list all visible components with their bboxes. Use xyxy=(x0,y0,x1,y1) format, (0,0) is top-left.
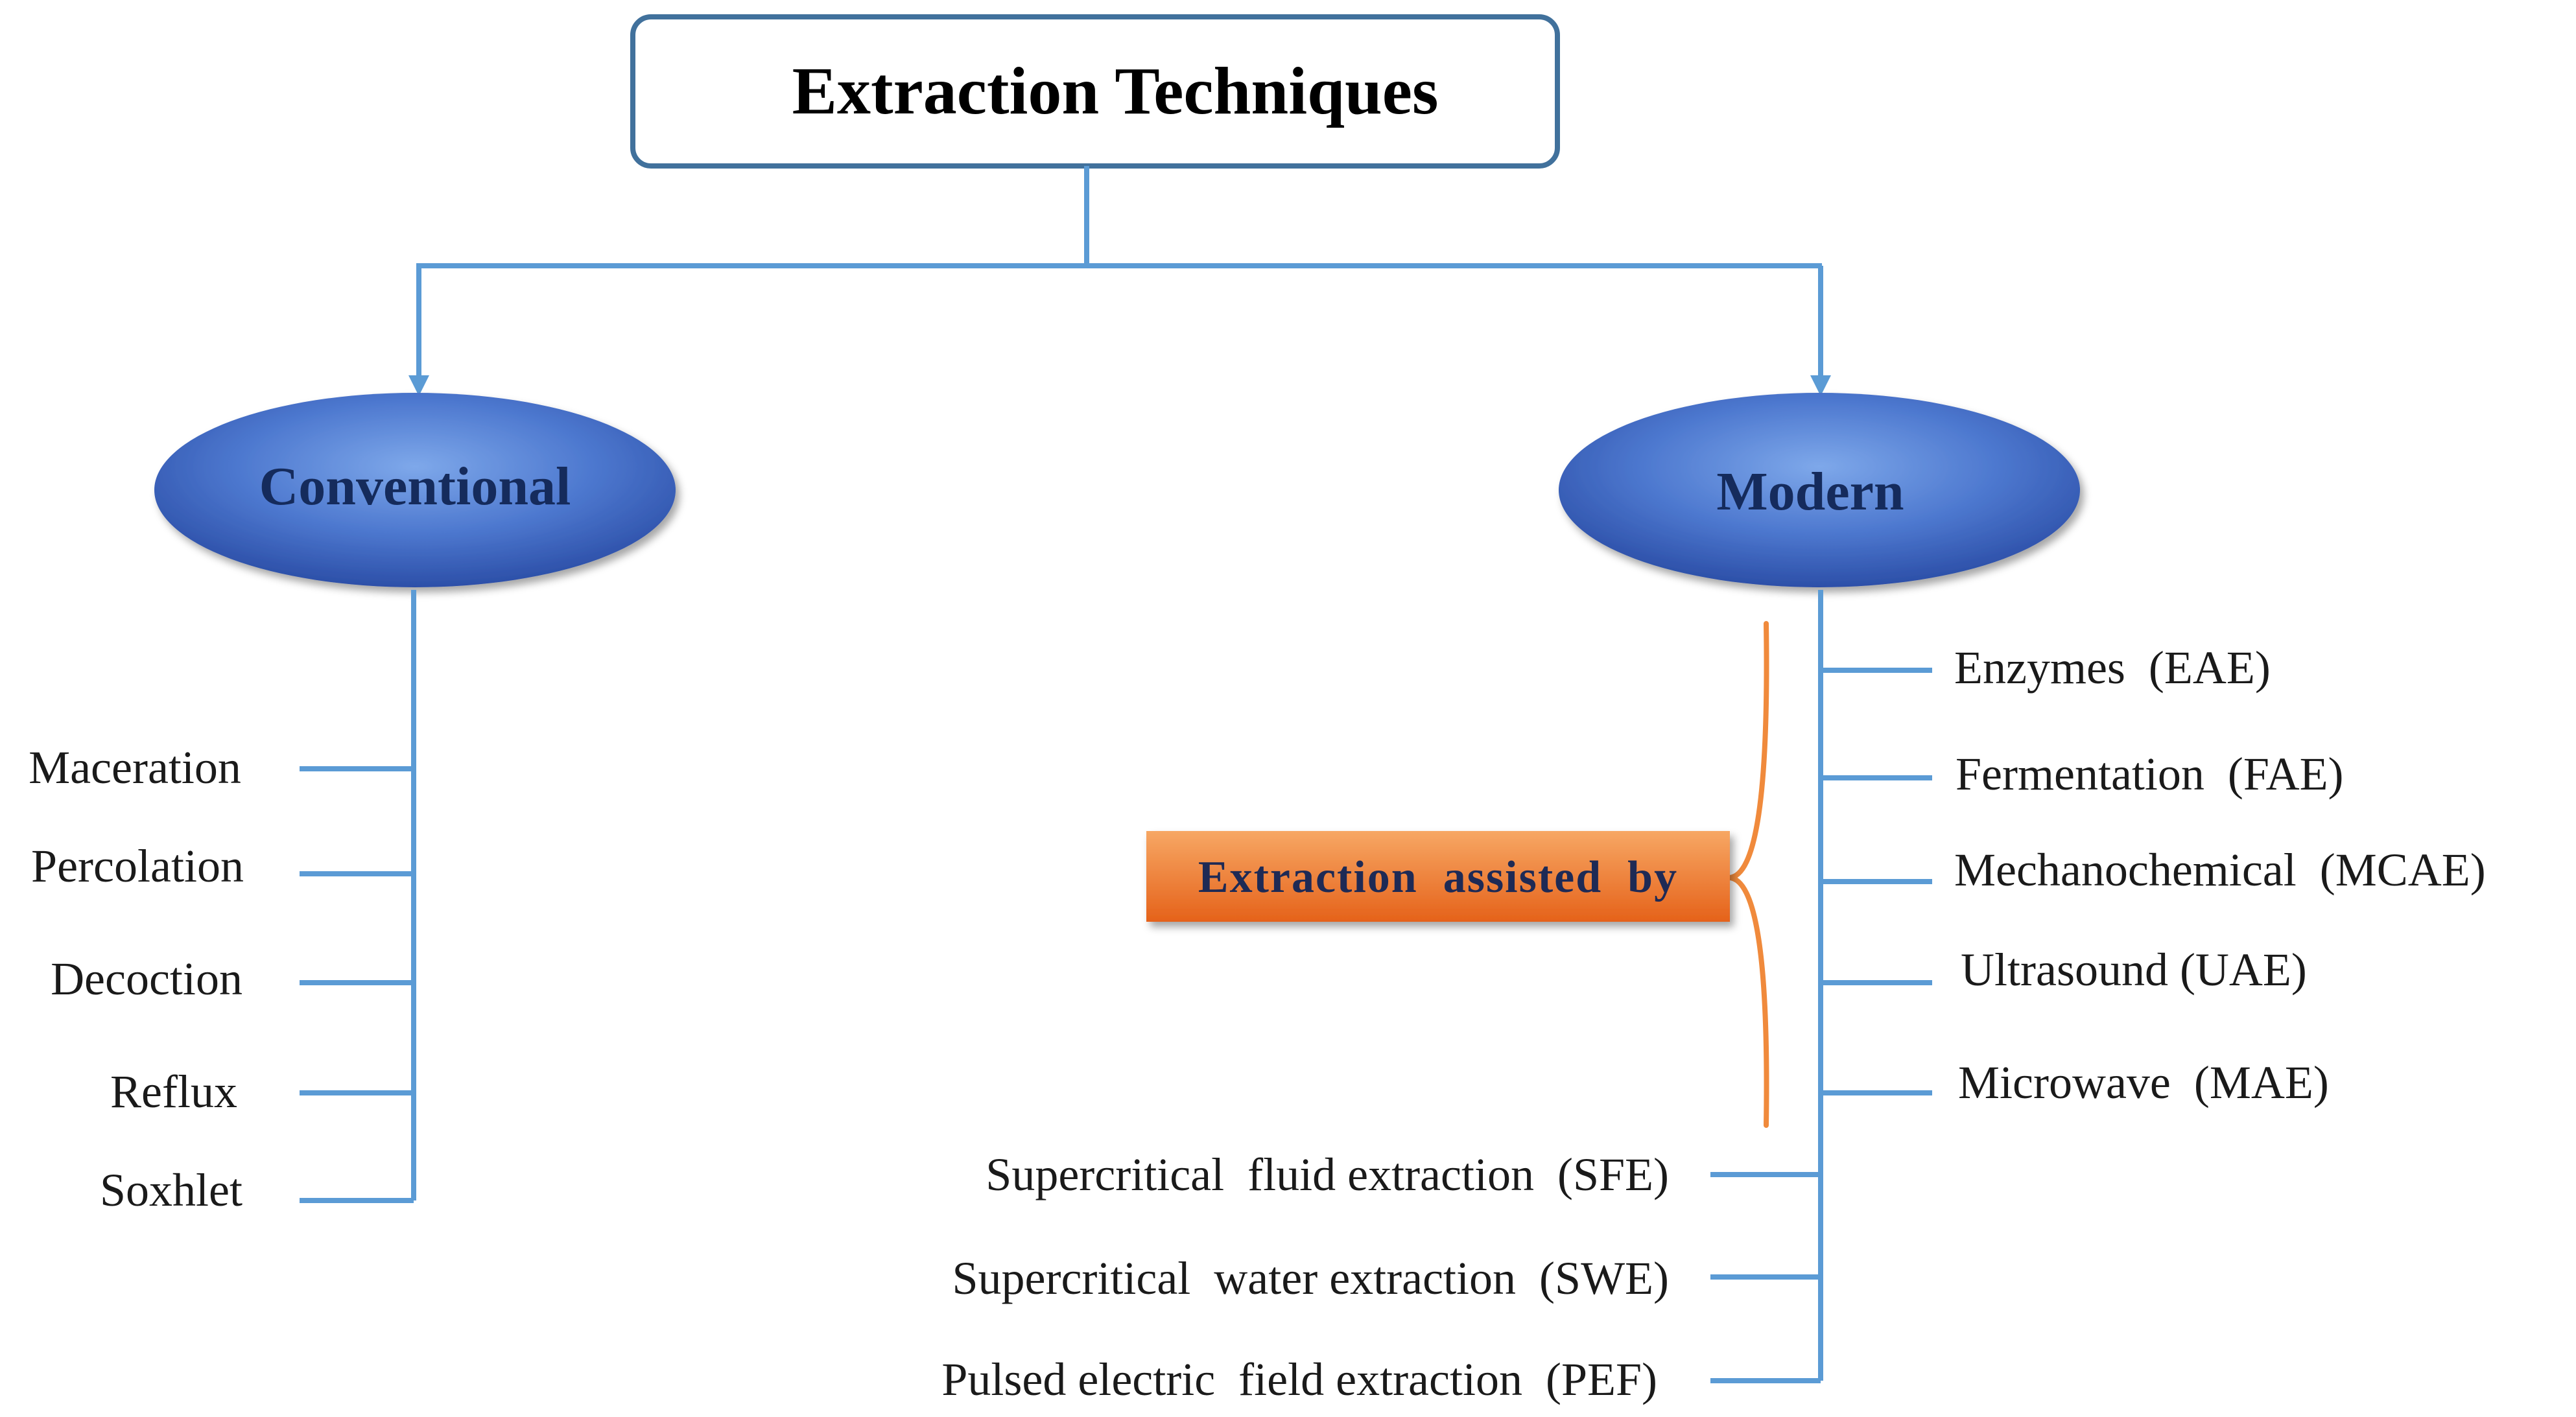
modern-other-item: Supercritical fluid extraction (SFE) xyxy=(986,1149,1669,1200)
title-box: Extraction Techniques xyxy=(630,14,1560,169)
modern-other-item: Pulsed electric field extraction (PEF) xyxy=(941,1353,1657,1405)
conventional-item: Soxhlet xyxy=(100,1164,242,1216)
modern-assisted-item: Fermentation (FAE) xyxy=(1956,748,2344,800)
diagram-title: Extraction Techniques xyxy=(792,54,1439,128)
modern-label: Modern xyxy=(1716,462,1904,522)
assisted-by-label: Extraction assisted by xyxy=(1198,852,1678,902)
top-connectors xyxy=(408,166,1831,396)
conventional-item: Reflux xyxy=(110,1066,237,1118)
conventional-branch: Maceration Percolation Decoction Reflux … xyxy=(29,590,416,1216)
modern-branch: Enzymes (EAE) Fermentation (FAE) Mechano… xyxy=(941,590,2486,1405)
modern-assisted-item: Microwave (MAE) xyxy=(1958,1057,2329,1108)
conventional-item: Percolation xyxy=(31,840,244,892)
modern-node: Modern xyxy=(1559,393,2080,587)
conventional-label: Conventional xyxy=(259,456,571,517)
modern-assisted-item: Ultrasound (UAE) xyxy=(1961,944,2307,996)
curly-brace xyxy=(1726,621,1769,1128)
conventional-node: Conventional xyxy=(154,393,676,587)
assisted-by-box: Extraction assisted by xyxy=(1146,831,1730,922)
conventional-item: Decoction xyxy=(51,953,242,1005)
conventional-item: Maceration xyxy=(29,742,241,793)
modern-assisted-item: Enzymes (EAE) xyxy=(1954,642,2271,694)
modern-other-item: Supercritical water extraction (SWE) xyxy=(952,1252,1669,1304)
modern-assisted-item: Mechanochemical (MCAE) xyxy=(1954,844,2486,896)
